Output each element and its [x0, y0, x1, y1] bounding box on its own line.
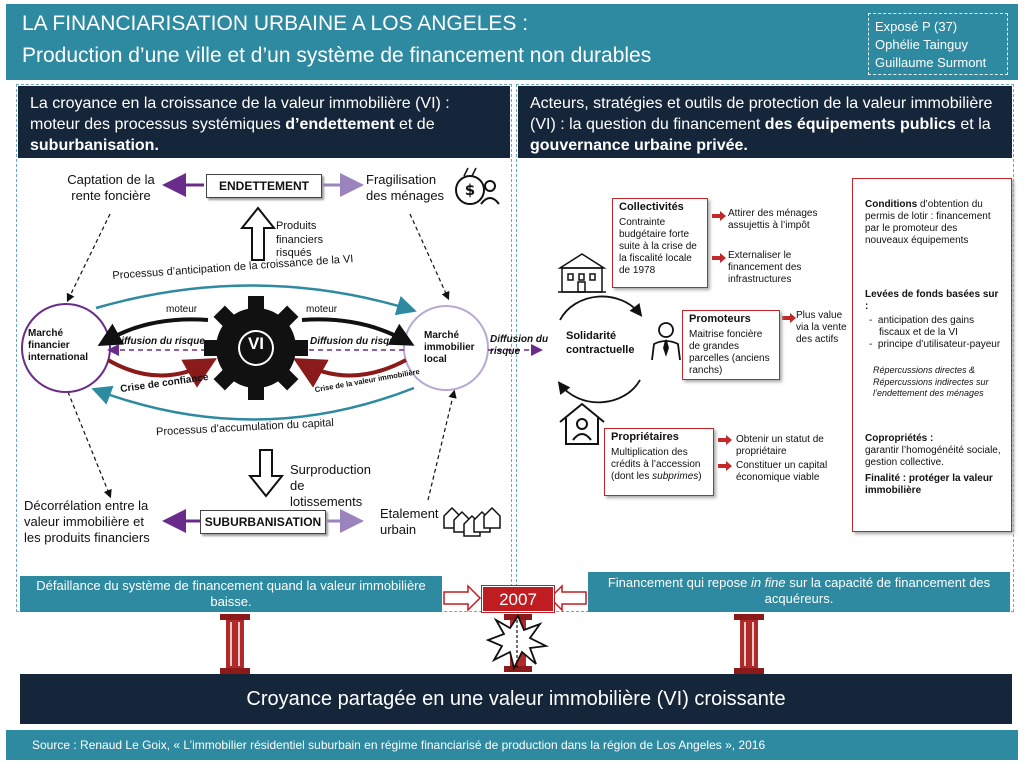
conditions-text: Conditions d’obtention du permis de loti… [865, 199, 1001, 247]
promoteurs-box: Promoteurs Maitrise foncière de grandes … [682, 310, 780, 380]
cond-bold: Conditions [865, 199, 918, 210]
left-heading: La croyance en la croissance de la valeu… [18, 86, 510, 158]
crise-valeur-arrow [293, 358, 407, 388]
financement-post: sur la capacité de financement des acqué… [764, 575, 991, 606]
rep-2: Répercussions indirectes sur l’endetteme… [873, 377, 989, 398]
captation-dashed-arrow [66, 213, 111, 303]
prom-out: Plus value via la vente des actifs [796, 310, 847, 345]
businessman-icon [651, 322, 681, 361]
suburbanisation-box: SUBURBANISATION [200, 510, 326, 534]
column-right-icon [734, 614, 764, 674]
copro-text: garantir l’homogénéité sociale, gestion … [865, 445, 1001, 468]
houses-row-icon [443, 506, 501, 537]
financement-italic: in fine [750, 575, 786, 590]
levee-2-text: principe d’utilisateur-payeur [877, 339, 1001, 350]
solidarite-arc-bottom [557, 379, 641, 404]
produits-up-arrow [239, 206, 277, 261]
moteur-right-arrow [301, 317, 415, 346]
proprietaires-box: Propriétaires Multiplication des crédits… [604, 428, 714, 496]
endettement-box: ENDETTEMENT [206, 174, 322, 198]
collectivites-box: Collectivités Contrainte budgétaire fort… [612, 198, 708, 288]
author-2: Guillaume Surmont [875, 55, 987, 70]
year-left-arrow [443, 584, 482, 612]
collectivites-title: Collectivités [619, 201, 684, 213]
right-heading: Acteurs, stratégies et outils de protect… [518, 86, 1012, 158]
right-heading-bold-1: des équipements publics [764, 116, 956, 133]
solidarite-label: Solidarité contractuelle [566, 330, 635, 356]
right-heading-mid: et la [955, 116, 991, 133]
copro-title: Copropriétés : [865, 433, 934, 444]
croyance-bar: Croyance partagée en une valeur immobili… [20, 674, 1012, 724]
prop-out-1: Obtenir un statut de propriétaire [736, 434, 824, 457]
financement-bar: Financement qui repose in fine sur la ca… [588, 572, 1010, 612]
right-heading-text: Acteurs, stratégies et outils de protect… [530, 95, 993, 133]
decorrelation-label: Décorrélation entre la valeur immobilièr… [24, 498, 150, 545]
captation-label: Captation de la rente foncière [67, 172, 155, 203]
title-line-2: Production d’une ville et d’un système d… [22, 44, 652, 67]
expose-label: Exposé P (37) [875, 19, 958, 34]
surproduction-down-arrow [247, 449, 285, 498]
city-hall-icon [557, 253, 607, 293]
header-banner: LA FINANCIARISATION URBAINE A LOS ANGELE… [6, 4, 1018, 80]
crise-confiance-arrow [107, 358, 217, 388]
svg-text:$: $ [465, 181, 475, 199]
rep-1: Répercussions directes & [873, 365, 976, 375]
title-line-1: LA FINANCIARISATION URBAINE A LOS ANGELE… [22, 12, 529, 35]
moteur-left-label: moteur [166, 304, 198, 315]
left-heading-bold-2: suburbanisation. [30, 137, 159, 154]
proprietaires-title: Propriétaires [611, 431, 679, 443]
etalement-label: Etalement urbain [380, 506, 439, 537]
source-footer: Source : Renaud Le Goix, « L’immobilier … [6, 730, 1018, 760]
marche-financier-label: Marché financier international [28, 328, 89, 363]
right-heading-bold-2: gouvernance urbaine privée. [530, 137, 748, 154]
promoteurs-text: Maitrise foncière de grandes parcelles (… [689, 328, 770, 376]
accumulation-arc [91, 385, 415, 421]
left-heading-text: La croyance en la croissance de la valeu… [30, 95, 450, 133]
levee-1-text: anticipation des gains fiscaux et de la … [877, 315, 975, 338]
diffusion-mid-label: Diffusion du risque [310, 336, 401, 347]
diffusion-left-label: Diffusion du risque [114, 336, 205, 347]
prop-text-pre: Multiplication des crédits à l’accession… [611, 446, 701, 482]
levee-2: - principe d’utilisateur-payeur [869, 339, 1001, 350]
finalite-text: Finalité : protéger la valeur immobilièr… [865, 473, 993, 496]
fragilisation-dashed-arrow [409, 213, 450, 301]
author-1: Ophélie Tainguy [875, 37, 968, 52]
moteur-left-arrow [97, 317, 209, 346]
left-heading-bold-1: d’endettement [285, 116, 395, 133]
levees-title: Levées de fonds basées sur : [865, 289, 999, 312]
year-right-arrow [548, 584, 587, 612]
levee-1: - anticipation des gains fiscaux et de l… [869, 315, 975, 338]
author-box: Exposé P (37) Ophélie Tainguy Guillaume … [868, 13, 1008, 75]
moteur-right-label: moteur [306, 304, 338, 315]
diffusion-right-label: Diffusion du risque [490, 334, 549, 357]
surproduction-label: Surproduction de lotissements [290, 462, 371, 509]
coll-out-2: Externaliser le financement des infrastr… [728, 250, 802, 285]
house-person-icon [559, 402, 605, 445]
marche-immobilier-circle [403, 305, 489, 391]
prop-text-italic: subprimes [652, 470, 699, 482]
prop-text-post: ) [698, 470, 702, 482]
prop-out-2: Constituer un capital économique viable [736, 460, 828, 483]
defaillance-bar: Défaillance du système de financement qu… [20, 576, 442, 612]
etalement-dashed-arrow [427, 389, 457, 501]
decorrelation-dashed-arrow [67, 391, 112, 499]
anticipation-arc [95, 284, 417, 316]
money-person-icon: $ [455, 167, 500, 205]
conditions-box: Conditions d’obtention du permis de loti… [852, 178, 1012, 532]
solidarite-arc-top [559, 295, 643, 321]
collectivites-text: Contrainte budgétaire forte suite à la c… [619, 216, 697, 276]
fragilisation-label: Fragilisation des ménages [366, 172, 445, 203]
year-badge: 2007 [481, 585, 555, 613]
coll-out-1: Attirer des ménages assujettis à l’impôt [728, 208, 818, 231]
left-heading-mid: et de [394, 116, 435, 133]
cond-text: d’obtention du permis de lotir : finance… [865, 199, 991, 246]
proprietaires-text: Multiplication des crédits à l’accession… [611, 447, 707, 483]
produits-label: Produits financiers risqués [276, 220, 324, 259]
financement-pre: Financement qui repose [607, 575, 751, 590]
marche-immobilier-label: Marché immobilier local [424, 330, 475, 365]
column-left-icon [220, 614, 250, 674]
promoteurs-title: Promoteurs [689, 313, 751, 325]
vi-label: VI [247, 334, 265, 353]
